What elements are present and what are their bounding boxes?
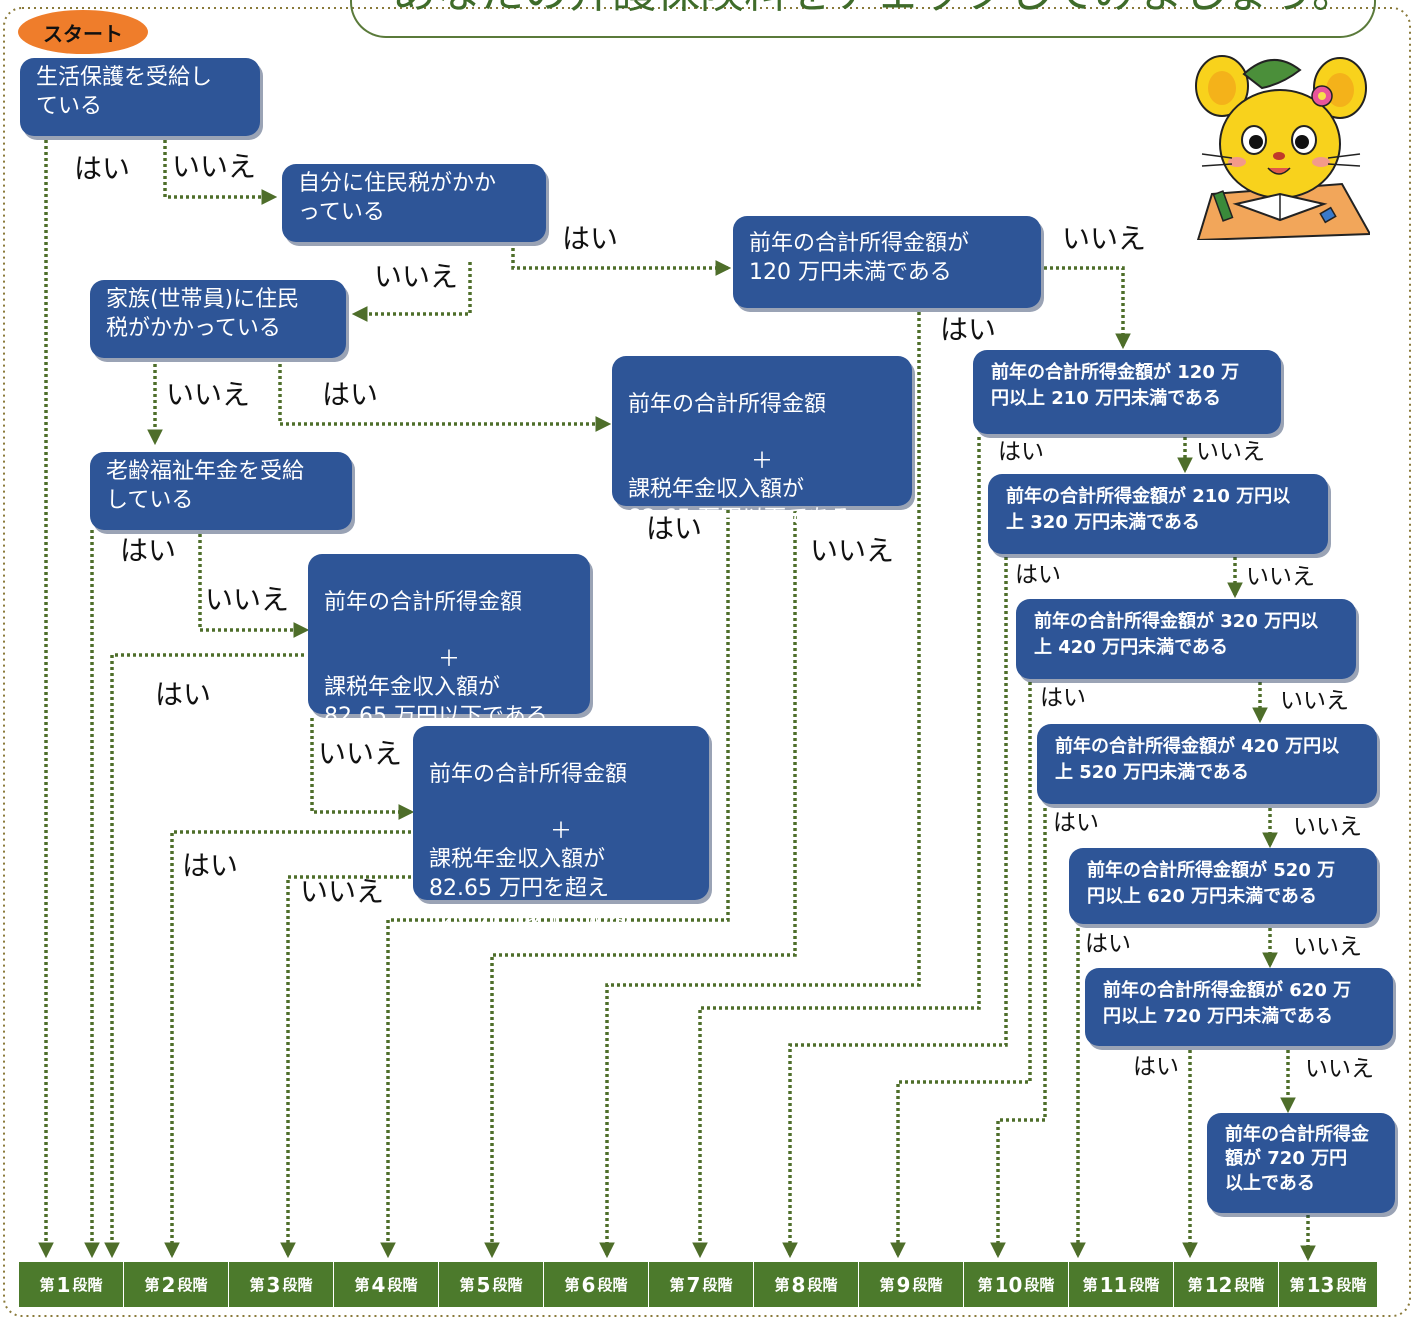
label-q13-no: いいえ — [1293, 934, 1362, 960]
box-q5-line1: 前年の合計所得金額 — [324, 589, 523, 615]
page-title: あなたの介護保険料をチェックしてみましょう。 — [392, 0, 1356, 20]
label-q7-yes: はい — [646, 512, 703, 545]
box-q4-old-age-pension: 老齢福祉年金を受給 している — [90, 452, 352, 530]
label-q13-yes: はい — [1085, 931, 1131, 957]
mouse-mascot-reading-icon — [1195, 55, 1370, 240]
label-q1-no: いいえ — [172, 150, 257, 183]
box-q12-income-420-520: 前年の合計所得金額が 420 万円以 上 520 万円未満である — [1037, 724, 1377, 804]
title-banner: あなたの介護保険料をチェックしてみましょう。 — [350, 0, 1376, 38]
label-q1-yes: はい — [74, 152, 131, 185]
label-q8-yes: はい — [940, 313, 997, 346]
conn-q8-no — [1044, 266, 1131, 350]
label-q12-no: いいえ — [1293, 814, 1362, 840]
box-q8-income-under-120: 前年の合計所得金額が 120 万円未満である — [733, 216, 1041, 308]
box-q6-income-pension-8265-120: 前年の合計所得金額 ＋ 課税年金収入額が 82.65 万円を超え 120 万円以… — [413, 726, 709, 930]
label-q3-yes: はい — [322, 378, 379, 411]
label-q7-no: いいえ — [810, 534, 895, 567]
label-q11-no: いいえ — [1280, 688, 1349, 714]
label-q9-yes: はい — [998, 439, 1044, 465]
label-q9-no: いいえ — [1196, 439, 1265, 465]
label-q4-yes: はい — [120, 534, 177, 567]
label-q14-no: いいえ — [1305, 1056, 1374, 1082]
conn-q1-no — [163, 140, 278, 205]
label-q8-no: いいえ — [1062, 222, 1147, 255]
label-q6-yes: はい — [182, 849, 239, 882]
conn-q9-yes — [692, 437, 981, 1259]
box-q9-income-120-210: 前年の合計所得金額が 120 万 円以上 210 万円未満である — [973, 350, 1281, 434]
box-q3-family-resident-tax: 家族(世帯員)に住民 税がかかっている — [90, 280, 346, 358]
box-q6-line1: 前年の合計所得金額 — [429, 761, 628, 787]
label-q11-yes: はい — [1040, 685, 1086, 711]
label-q5-yes: はい — [155, 678, 212, 711]
conn-q7-yes — [380, 510, 730, 1259]
label-q14-yes: はい — [1133, 1054, 1179, 1080]
label-q10-no: いいえ — [1246, 564, 1315, 590]
box-q1-welfare: 生活保護を受給し ている — [20, 58, 260, 136]
box-q7-plus: ＋ — [750, 448, 773, 474]
conn-q11-yes — [890, 682, 1032, 1259]
conn-q5-no — [310, 718, 415, 820]
conn-q4-no — [198, 534, 310, 638]
conn-q3-yes — [278, 364, 612, 432]
label-q6-no: いいえ — [300, 875, 385, 908]
conn-q8-yes — [599, 312, 921, 1259]
page-border — [3, 7, 1411, 1317]
conn-q10-yes — [782, 557, 1008, 1259]
label-q2-yes: はい — [562, 222, 619, 255]
label-q5-no: いいえ — [318, 737, 403, 770]
label-q3-no: いいえ — [166, 378, 251, 411]
box-q15-income-720-over: 前年の合計所得金 額が 720 万円 以上である — [1207, 1113, 1395, 1213]
conn-q7-no — [484, 510, 797, 1259]
conn-q2-yes — [511, 248, 732, 276]
conn-q5-yes — [104, 653, 304, 1259]
box-q13-income-520-620: 前年の合計所得金額が 520 万 円以上 620 万円未満である — [1069, 848, 1377, 924]
start-badge: スタート — [18, 10, 148, 54]
box-q5-income-pension-8265: 前年の合計所得金額 ＋ 課税年金収入額が 82.65 万円以下である — [308, 554, 590, 729]
box-q7-line3: 課税年金収入額が 82.65 万円以下である — [628, 477, 852, 531]
conn-q2-no — [351, 262, 472, 322]
box-q7-line1: 前年の合計所得金額 — [628, 391, 827, 417]
label-q4-no: いいえ — [205, 583, 290, 616]
box-q11-income-320-420: 前年の合計所得金額が 320 万円以 上 420 万円未満である — [1016, 599, 1356, 679]
conn-q12-yes — [990, 808, 1047, 1259]
conn-q6-yes — [164, 830, 411, 1259]
conn-q6-no — [280, 875, 411, 1259]
box-q14-income-620-720: 前年の合計所得金額が 620 万 円以上 720 万円未満である — [1085, 968, 1393, 1046]
box-q5-plus: ＋ — [437, 646, 460, 672]
box-q7-income-pension-8265: 前年の合計所得金額 ＋ 課税年金収入額が 82.65 万円以下である — [612, 356, 912, 531]
label-q2-no: いいえ — [374, 260, 459, 293]
box-q6-plus: ＋ — [549, 818, 572, 844]
box-q5-line3: 課税年金収入額が 82.65 万円以下である — [324, 675, 548, 729]
box-q2-own-resident-tax: 自分に住民税がかか っている — [282, 164, 546, 242]
label-q10-yes: はい — [1015, 562, 1061, 588]
label-q12-yes: はい — [1053, 810, 1099, 836]
box-q10-income-210-320: 前年の合計所得金額が 210 万円以 上 320 万円未満である — [988, 474, 1328, 554]
box-q6-line3: 課税年金収入額が 82.65 万円を超え 120 万円以下である — [429, 847, 632, 930]
